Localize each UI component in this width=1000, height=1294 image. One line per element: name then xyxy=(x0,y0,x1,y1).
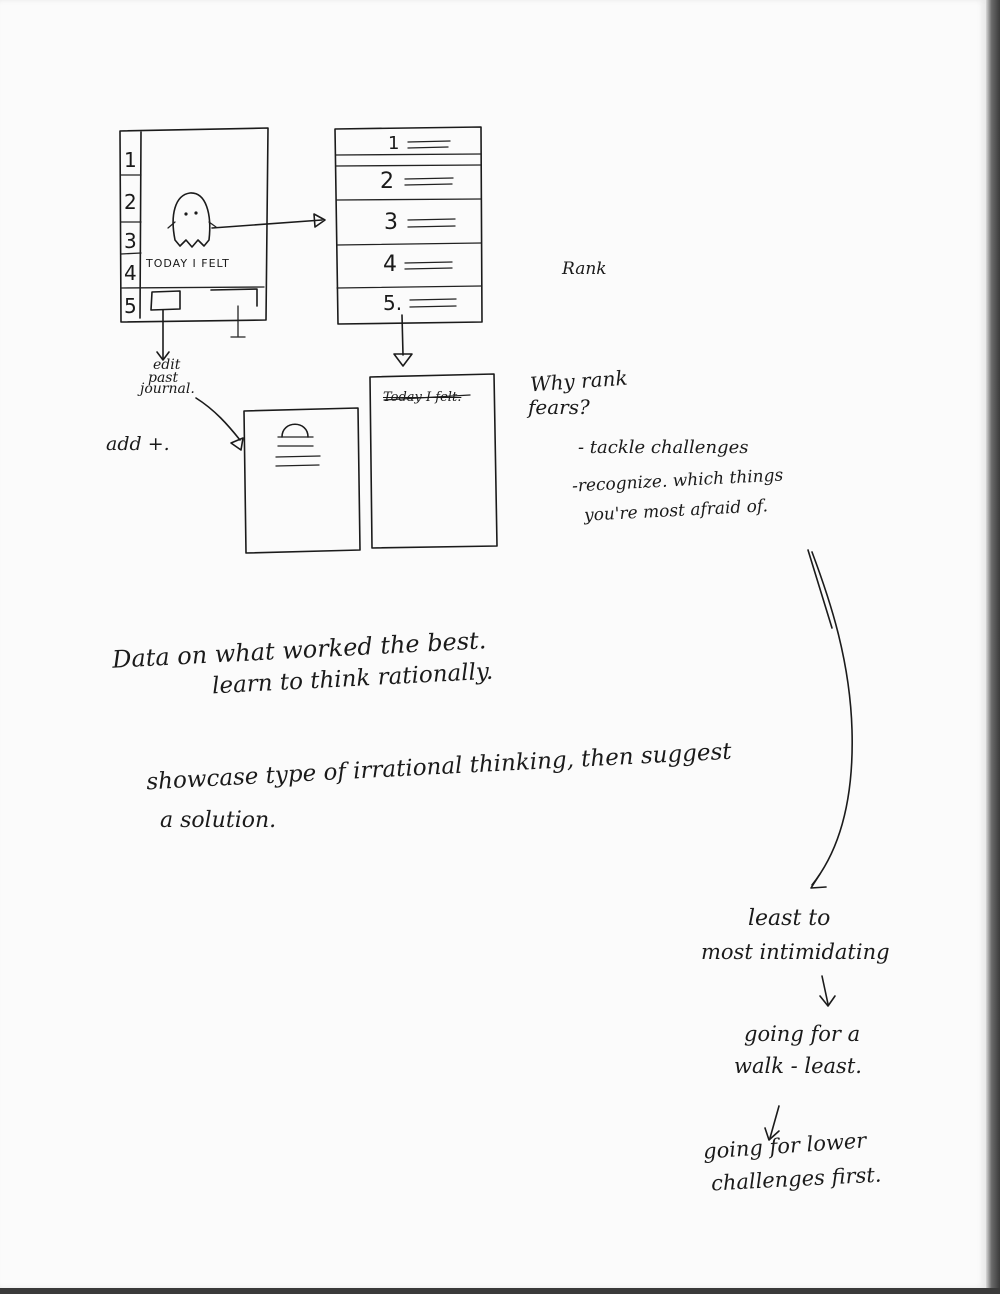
note-least-line2: most intimidating xyxy=(701,940,890,964)
sidebar-number-1: 1 xyxy=(124,148,137,172)
rank-row-1: 1 xyxy=(388,133,400,154)
page-edge xyxy=(986,0,1000,1294)
label-add: add +. xyxy=(106,433,170,455)
arrow-to-rank xyxy=(211,219,323,229)
reason-tackle: - tackle challenges xyxy=(578,437,749,458)
label-journal: journal. xyxy=(140,381,195,397)
rank-row-4: 4 xyxy=(383,252,397,277)
arrow-small-1 xyxy=(821,975,829,1005)
journal-screen-title: Today I felt. xyxy=(383,390,462,405)
sidebar-number-3: 3 xyxy=(124,229,137,253)
label-rank: Rank xyxy=(562,259,607,279)
why-rank-line2: fears? xyxy=(528,395,590,419)
note-least-line1: least to xyxy=(748,906,831,931)
rank-row-3: 3 xyxy=(384,210,398,235)
sidebar-number-2: 2 xyxy=(124,190,137,214)
phone-main-frame xyxy=(119,127,269,338)
page-bottom-edge xyxy=(0,1288,1000,1294)
arrow-small-2 xyxy=(769,1105,780,1139)
label-edit: edit xyxy=(153,357,181,373)
curved-arrow xyxy=(811,551,853,886)
journal-frame xyxy=(243,407,361,554)
arrow-past-journal xyxy=(195,397,241,441)
rank-row-5: 5. xyxy=(383,291,403,315)
sidebar-number-4: 4 xyxy=(124,261,137,285)
note-showcase-line2: a solution. xyxy=(160,808,277,833)
note-going-line1: going for a xyxy=(744,1022,861,1046)
mood-caption: TODAY I FELT xyxy=(146,257,230,270)
note-going-line2: walk - least. xyxy=(734,1054,862,1078)
label-past: past xyxy=(148,370,179,386)
rank-row-2: 2 xyxy=(380,169,394,194)
arrow-down xyxy=(401,314,404,356)
rank-list-frame xyxy=(334,126,483,325)
today-felt-frame xyxy=(369,373,498,549)
sidebar-number-5: 5 xyxy=(124,294,137,318)
